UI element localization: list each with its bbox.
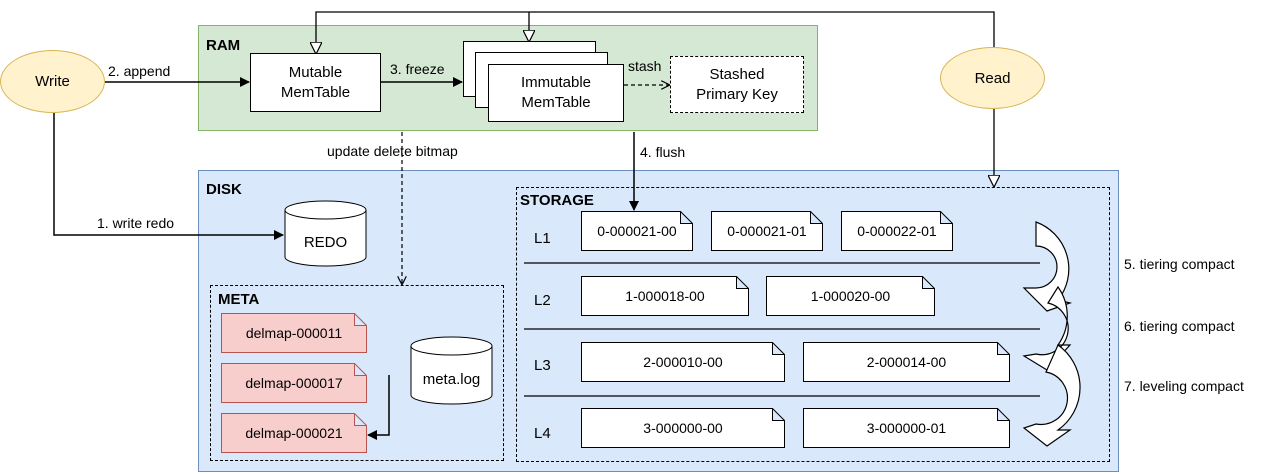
sstable-label: 0-000021-01 — [727, 223, 807, 239]
sstable-label: 1-000018-00 — [625, 288, 705, 304]
immutable-memtable: Immutable MemTable — [488, 64, 624, 122]
write-redo-edge — [53, 113, 284, 240]
leveling-compact-label: 7. leveling compact — [1124, 378, 1244, 394]
append-label: 2. append — [108, 63, 171, 79]
sstable-file: 0-000021-01 — [711, 211, 823, 251]
immutable-label-line2: MemTable — [521, 94, 591, 111]
redo-label: REDO — [303, 233, 348, 251]
disk-title: DISK — [206, 181, 242, 198]
sstable-label: 2-000010-00 — [643, 354, 723, 370]
mutable-memtable: Mutable MemTable — [250, 53, 381, 112]
storage-container — [516, 187, 1110, 462]
metalog-to-delmap-edge — [367, 375, 390, 440]
stashed-primary-key: Stashed Primary Key — [670, 56, 804, 113]
delmap-label: delmap-000021 — [245, 425, 343, 441]
sstable-label: 1-000020-00 — [810, 288, 891, 304]
file-icon — [841, 211, 953, 251]
sstable-file: 0-000022-01 — [841, 211, 953, 251]
sstable-label: 2-000014-00 — [866, 354, 947, 370]
sstable-file: 2-000010-00 — [581, 342, 785, 382]
delmap-label: delmap-000017 — [245, 375, 343, 391]
tiering-compact-label: 5. tiering compact — [1124, 256, 1235, 272]
delmap-file: delmap-000017 — [221, 363, 367, 403]
meta-title: META — [218, 291, 260, 308]
file-icon — [581, 342, 785, 382]
write-label: Write — [35, 73, 70, 90]
mutable-label-line2: MemTable — [280, 83, 351, 101]
leveling-compact-arrow-icon — [1022, 344, 1081, 447]
write-node: Write — [0, 50, 105, 113]
write-redo-label: 1. write redo — [97, 215, 175, 231]
flush-label: 4. flush — [640, 144, 686, 160]
read-node: Read — [940, 47, 1045, 109]
delmap-file: delmap-000011 — [221, 313, 367, 353]
file-icon — [221, 363, 367, 403]
sstable-file: 3-000000-01 — [803, 408, 1010, 448]
sstable-file: 3-000000-00 — [581, 408, 785, 448]
metalog-label: meta.log — [422, 370, 481, 388]
sstable-file: 2-000014-00 — [803, 342, 1010, 382]
sstable-file: 0-000021-00 — [581, 211, 693, 251]
file-icon — [803, 408, 1010, 448]
stash-label: stash — [628, 58, 662, 74]
delmap-label: delmap-000011 — [245, 325, 343, 341]
redo-cylinder: REDO — [284, 200, 367, 268]
file-icon — [221, 313, 367, 353]
freeze-label: 3. freeze — [390, 61, 445, 77]
sstable-label: 3-000000-01 — [866, 420, 947, 436]
storage-title: STORAGE — [520, 192, 594, 209]
ram-title: RAM — [206, 37, 241, 54]
delmap-file: delmap-000021 — [221, 413, 367, 453]
level-label-l1: L1 — [534, 230, 551, 247]
tiering-compact-label: 6. tiering compact — [1124, 318, 1235, 334]
file-icon — [221, 413, 367, 453]
file-icon — [581, 276, 749, 316]
sstable-file: 1-000020-00 — [766, 276, 935, 316]
immutable-label-line1: Immutable — [520, 74, 592, 91]
file-icon — [803, 342, 1010, 382]
stashed-label-line1: Stashed — [709, 65, 765, 83]
metalog-cylinder-shape — [410, 336, 493, 405]
level-label-l2: L2 — [534, 292, 551, 309]
file-icon — [766, 276, 935, 316]
redo-cylinder-shape — [284, 200, 367, 267]
sstable-label: 3-000000-00 — [643, 420, 723, 436]
metalog-cylinder: meta.log — [410, 336, 493, 406]
read-label: Read — [974, 69, 1011, 87]
level-label-l4: L4 — [534, 425, 551, 442]
read-to-mutable-edge — [316, 11, 995, 53]
file-icon — [581, 211, 693, 251]
update-bitmap-label: update delete bitmap — [327, 143, 458, 159]
file-icon — [581, 408, 785, 448]
meta-container — [210, 285, 504, 461]
stashed-label-line2: Primary Key — [696, 85, 778, 103]
sstable-file: 1-000018-00 — [581, 276, 749, 316]
level-label-l3: L3 — [534, 357, 551, 374]
mutable-label-line1: Mutable — [288, 63, 343, 81]
sstable-label: 0-000021-00 — [597, 223, 677, 239]
file-icon — [711, 211, 823, 251]
sstable-label: 0-000022-01 — [857, 223, 937, 239]
